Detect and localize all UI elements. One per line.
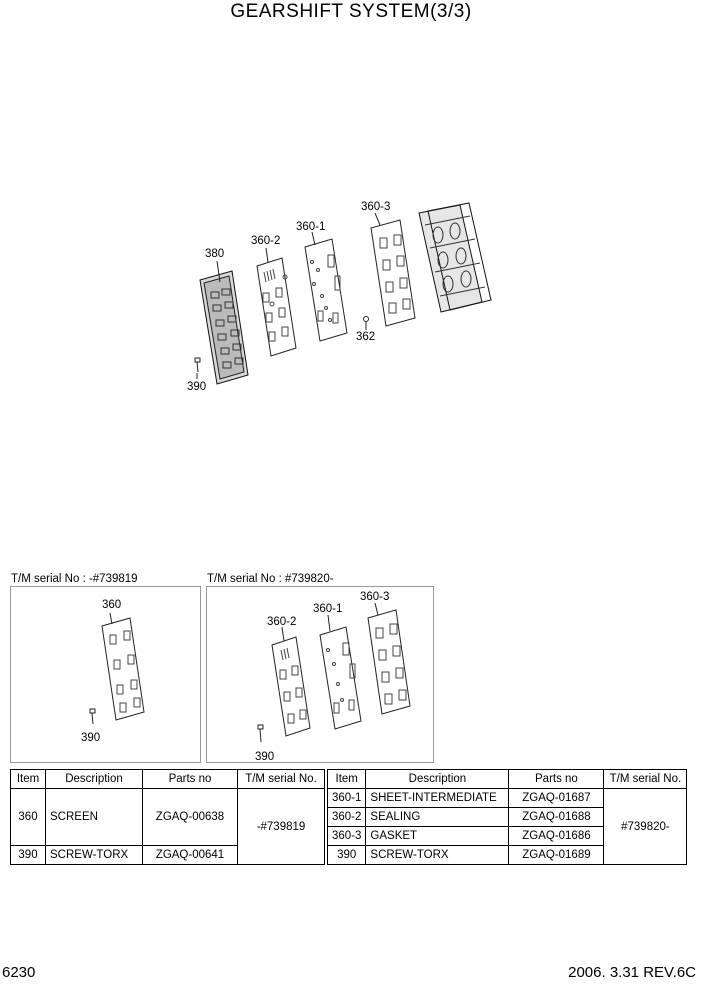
page-number: 6230 <box>2 964 36 981</box>
label-360-3: 360-3 <box>361 201 391 213</box>
table-row: 390 SCREW-TORX ZGAQ-00641 390 SCREW-TORX… <box>10 845 687 865</box>
left-detail-box <box>10 586 201 763</box>
right-label-360-3: 360-3 <box>360 591 390 603</box>
valve-housing <box>418 202 492 313</box>
right-serial-cell: #739820- <box>603 788 688 865</box>
right-label-360-1: 360-1 <box>313 603 343 615</box>
part-360-2-plate <box>256 257 297 357</box>
col-parts-no-2: Parts no <box>508 769 605 789</box>
right-label-390: 390 <box>255 751 275 763</box>
page-title: GEARSHIFT SYSTEM(3/3) <box>230 1 472 22</box>
label-362: 362 <box>356 331 376 343</box>
col-item: Item <box>10 769 46 789</box>
label-390: 390 <box>187 381 207 393</box>
part-360-1-plate <box>304 238 348 342</box>
right-label-360-2: 360-2 <box>267 616 297 628</box>
label-380: 380 <box>205 248 225 260</box>
label-360-2: 360-2 <box>251 235 281 247</box>
table-row: 360-2 SEALING ZGAQ-01688 <box>11 807 687 827</box>
table-header-row: Item Description Parts no T/M serial No.… <box>10 769 688 789</box>
left-serial-label: T/M serial No : -#739819 <box>11 573 138 585</box>
col-description: Description <box>45 769 143 789</box>
part-362-ball <box>363 316 369 322</box>
col-serial-2: T/M serial No. <box>603 769 688 789</box>
exploded-view-drawing <box>194 202 492 385</box>
revision-date: 2006. 3.31 REV.6C <box>568 964 696 981</box>
label-360-1: 360-1 <box>296 221 326 233</box>
part-380-plate <box>199 270 249 385</box>
right-detail-box <box>206 586 434 763</box>
col-parts-no: Parts no <box>142 769 238 789</box>
left-label-390: 390 <box>81 732 101 744</box>
col-description-2: Description <box>365 769 510 789</box>
left-serial-cell: -#739819 <box>237 788 325 865</box>
col-item-2: Item <box>326 769 367 789</box>
table-row: 360 SCREEN ZGAQ-00638 -#739819 360-1 SHE… <box>10 788 688 865</box>
part-360-3-plate <box>370 219 416 327</box>
part-390-screw <box>194 357 201 373</box>
left-label-360: 360 <box>102 599 122 611</box>
parts-table: Item Description Parts no T/M serial No.… <box>10 769 688 865</box>
right-serial-label: T/M serial No : #739820- <box>207 573 334 585</box>
col-serial: T/M serial No. <box>237 769 325 789</box>
